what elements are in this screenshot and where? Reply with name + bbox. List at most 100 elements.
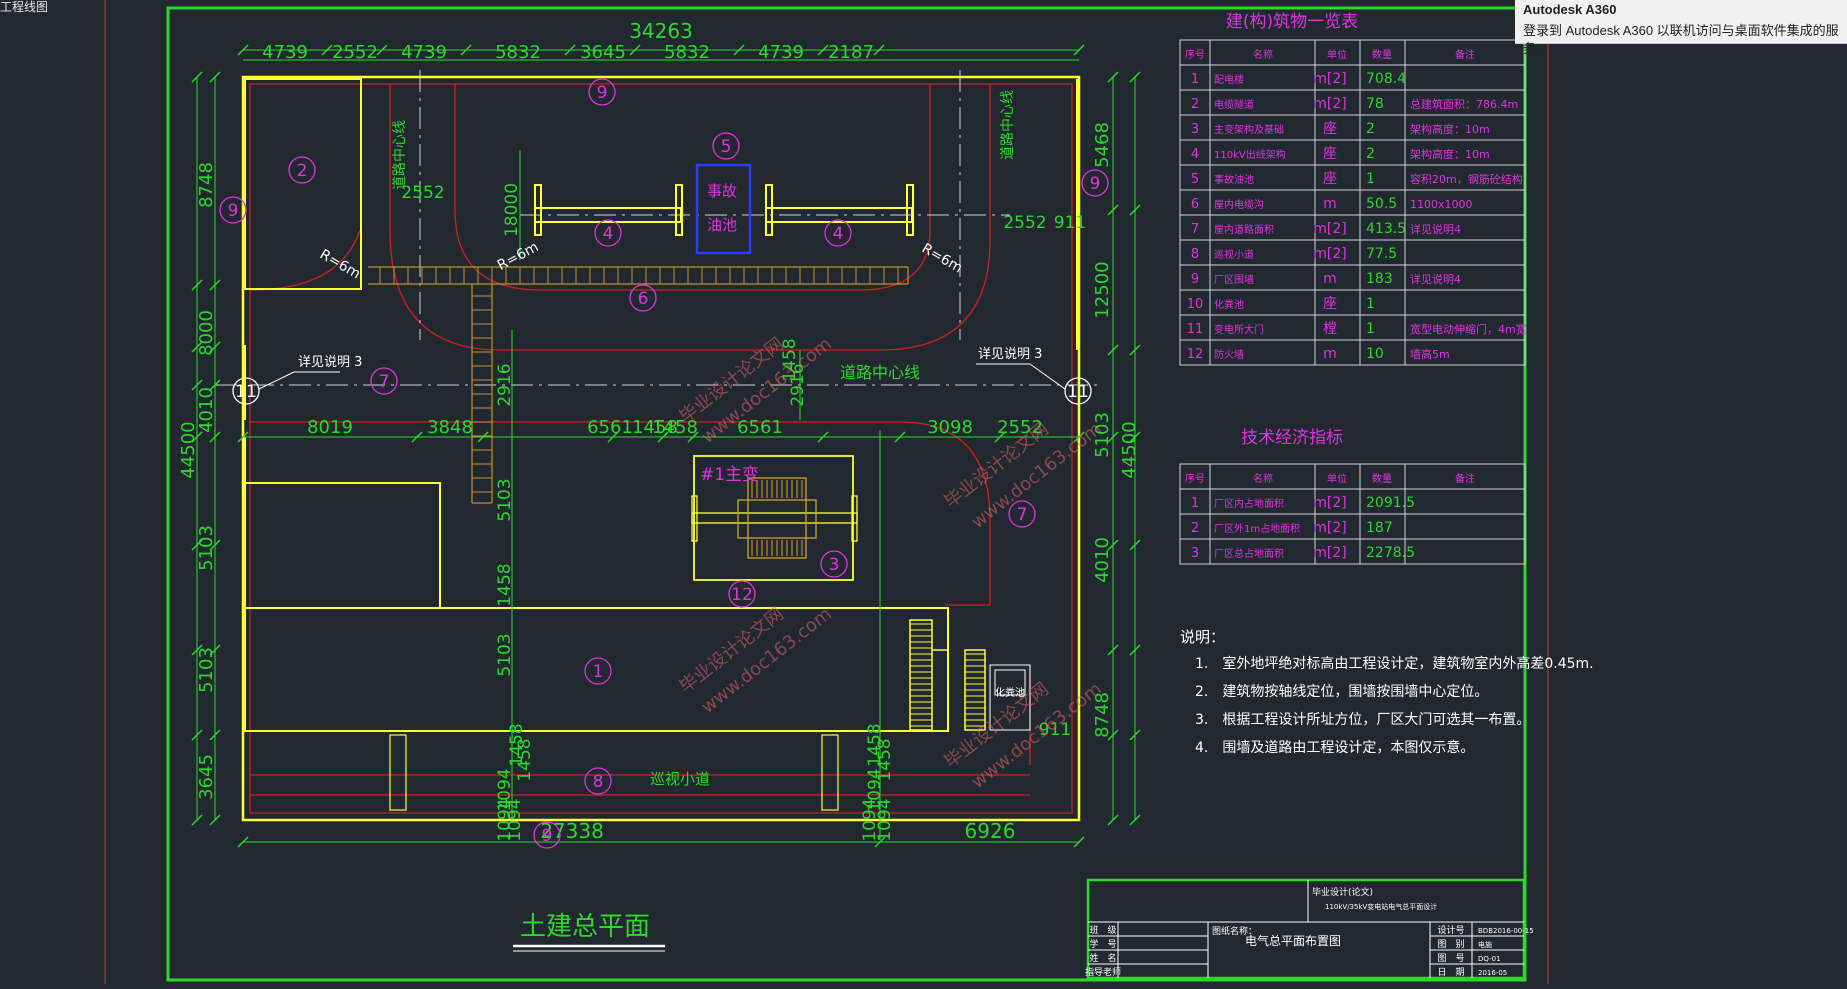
bubble-circle [584, 657, 612, 685]
table-cell-no: 4 [1191, 147, 1199, 162]
radius-label-1: R=6m [317, 247, 363, 283]
table-cell-qty: 78 [1366, 96, 1384, 112]
dim-tick [1129, 344, 1141, 356]
table-header: 数量 [1372, 48, 1392, 61]
title-block [1086, 878, 1526, 980]
table-header: 序号 [1185, 48, 1205, 61]
bubble-circle [712, 132, 740, 160]
dim-tick [1107, 814, 1119, 826]
table-cell-note: 1100x1000 [1410, 198, 1473, 211]
table-cell-note: 宽型电动伸缩门，4m宽 [1410, 322, 1527, 336]
table-cell-note: 架构高度：10m [1410, 147, 1490, 161]
table-header: 单位 [1327, 48, 1347, 61]
gantry-left [534, 184, 683, 236]
dim-inner: 5103 [495, 478, 515, 521]
table-cell-unit: 座 [1323, 296, 1337, 312]
table-cell-name: 110kV出线架构 [1214, 148, 1286, 161]
bubble-circle [1081, 169, 1109, 197]
dim-tick [1129, 644, 1141, 656]
road-centerline-label-2: 道路中心线 [1000, 90, 1016, 160]
dim-mid: 1458 [652, 417, 698, 438]
dim-inner: 1458 [875, 738, 895, 781]
table-header: 单位 [1327, 472, 1347, 485]
a360-tooltip[interactable]: Autodesk A360 登录到 Autodesk A360 以联机访问与桌面… [1515, 0, 1847, 56]
dim-left: 5103 [196, 525, 217, 571]
bubble-number: 9 [542, 826, 553, 846]
watermarks: 毕业设计论文网www.doc163.com毕业设计论文网www.doc163.c… [676, 333, 1106, 792]
table-cell-name: 厂区内占地面积 [1214, 497, 1284, 510]
tb-school: 毕业设计(论文) [1312, 886, 1373, 898]
table-cell-no: 8 [1191, 247, 1199, 262]
bubble-number: 7 [1017, 505, 1028, 525]
dim-inner: 1094 [865, 768, 885, 811]
table-header: 名称 [1253, 472, 1273, 485]
road-lower [250, 421, 991, 606]
dim-inner: 18000 [502, 183, 522, 237]
table-cell-unit: m[2] [1313, 495, 1346, 511]
table-cell-unit: m[2] [1313, 246, 1346, 262]
dim-tick [191, 814, 203, 826]
gantry-right [765, 184, 914, 236]
dim-inner: 2552 [1003, 213, 1046, 233]
dim-tick [209, 729, 221, 741]
tb-name-label: 图纸名称： [1212, 925, 1257, 937]
bubble-number: 9 [228, 201, 239, 221]
bubble-number: 3 [829, 555, 840, 575]
note-item: 3. 根据工程设计所址方位，厂区大门可选其一布置。 [1195, 712, 1530, 728]
dim-left: 44500 [178, 421, 199, 478]
dim-tick [687, 431, 699, 443]
dim-tick [817, 431, 829, 443]
dim-top: 5832 [664, 42, 710, 63]
table-cell-no: 2 [1191, 97, 1199, 112]
bubble-circle [584, 767, 612, 795]
window-tab-title[interactable]: 工程线图 [0, 0, 49, 14]
gate-steps [389, 734, 839, 811]
dim-right: 8748 [1092, 692, 1113, 738]
leader-line [258, 371, 295, 390]
table-cell-no: 7 [1191, 222, 1199, 237]
dim-tick [191, 279, 203, 291]
dim-total-width: 34263 [629, 19, 693, 43]
table-cell-qty: 708.4 [1366, 71, 1406, 87]
dim-top: 4739 [758, 42, 804, 63]
table-cell-no: 3 [1191, 546, 1199, 561]
table-cell-qty: 50.5 [1366, 196, 1397, 212]
dim-tick [873, 44, 885, 56]
table-cell-unit: m[2] [1313, 520, 1346, 536]
dim-tick [994, 431, 1006, 443]
table-cell-unit: m[2] [1313, 96, 1346, 112]
leader-line [1029, 363, 1066, 390]
table-cell-unit: m[2] [1313, 71, 1346, 87]
building-main [244, 607, 949, 732]
bubble-circle [594, 219, 622, 247]
dim-left: 5103 [196, 647, 217, 693]
bubble-circle [219, 196, 247, 224]
dim-top: 2187 [828, 42, 874, 63]
dim-tick [1107, 644, 1119, 656]
bubble-circle [1008, 500, 1036, 528]
table1-title: 建(构)筑物一览表 [1226, 12, 1358, 32]
dim-left: 3645 [196, 754, 217, 800]
dim-inner: 2916 [495, 363, 515, 406]
dim-right: 44500 [1119, 421, 1140, 478]
bubble-number: 4 [603, 224, 614, 244]
table-cell-unit: 座 [1323, 121, 1337, 137]
dim-tick [321, 44, 333, 56]
dim-tick [209, 379, 221, 391]
table-cell-name: 事故油池 [1214, 173, 1254, 186]
site-wall-inner [249, 83, 1073, 814]
dim-tick [209, 431, 221, 443]
table-cell-unit: 樘 [1323, 321, 1337, 337]
dim-tick [477, 431, 489, 443]
table-cell-unit: m [1323, 271, 1337, 287]
dim-tick [209, 71, 221, 83]
table-cell-no: 1 [1191, 496, 1199, 511]
bubble-number: 5 [721, 137, 732, 157]
radius-label-3: R=6m [919, 241, 965, 277]
note-item: 4. 围墙及道路由工程设计定，本图仅示意。 [1195, 739, 1474, 756]
table-cell-name: 配电楼 [1214, 73, 1244, 86]
dim-tick [1129, 431, 1141, 443]
